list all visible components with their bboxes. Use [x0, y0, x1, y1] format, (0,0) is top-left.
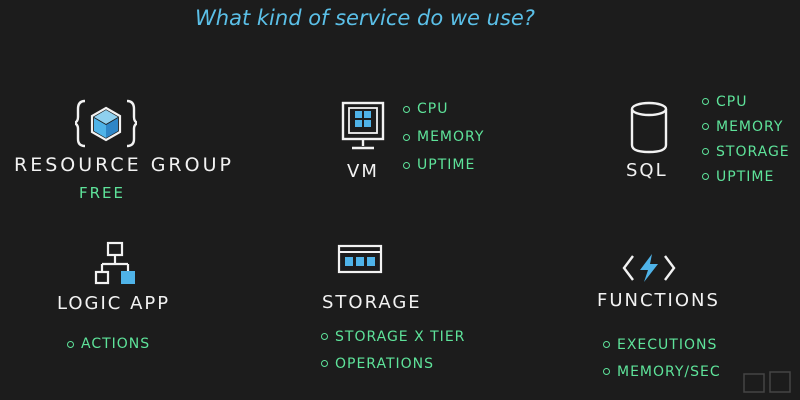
list-item: Executions: [603, 331, 721, 358]
resource-group-price: Free: [79, 184, 126, 202]
list-item: CPU: [702, 89, 790, 114]
bullet-icon: [702, 123, 709, 130]
sql-metric-memory: Memory: [716, 118, 784, 135]
functions-metrics: Executions Memory/sec: [603, 331, 721, 385]
bullet-icon: [403, 133, 410, 141]
bullet-icon: [702, 98, 709, 105]
list-item: Memory/sec: [603, 358, 721, 385]
bullet-icon: [603, 341, 610, 348]
list-item: Storage: [702, 139, 790, 164]
sql-metric-uptime: Uptime: [716, 168, 775, 185]
list-item: CPU: [403, 95, 484, 123]
sql-metric-storage: Storage: [716, 143, 790, 160]
bullet-icon: [403, 161, 410, 169]
sql-metrics: CPU Memory Storage Uptime: [702, 89, 790, 189]
bullet-icon: [321, 333, 328, 340]
list-item: Operations: [321, 350, 465, 377]
resource-group-cube-icon: [75, 99, 137, 148]
resource-group-label: Resource Group: [14, 154, 234, 176]
bullet-icon: [321, 360, 328, 367]
storage-metric-storage-tier: Storage x Tier: [335, 328, 466, 345]
list-item: Storage x Tier: [321, 323, 465, 350]
workflow-icon: [94, 241, 135, 285]
bullet-icon: [603, 368, 610, 375]
function-bolt-icon: [622, 254, 676, 282]
sql-label: SQL: [626, 160, 668, 181]
bullet-icon: [403, 105, 410, 113]
watermark-logo-icon: [743, 371, 791, 393]
storage-label: Storage: [322, 292, 422, 313]
vm-monitor-icon: [341, 101, 385, 150]
vm-metrics: CPU Memory Uptime: [403, 95, 484, 179]
slide-title: What kind of service do we use?: [195, 6, 535, 30]
logic-app-metrics: Actions: [67, 333, 150, 355]
vm-metric-cpu: CPU: [417, 101, 449, 117]
vm-metric-memory: Memory: [417, 129, 485, 145]
list-item: Actions: [67, 333, 150, 355]
storage-account-icon: [337, 244, 383, 274]
bullet-icon: [702, 173, 709, 180]
list-item: Uptime: [403, 151, 484, 179]
database-cylinder-icon: [630, 101, 668, 154]
functions-metric-executions: Executions: [617, 336, 718, 353]
vm-metric-uptime: Uptime: [417, 157, 476, 173]
logic-app-metric-actions: Actions: [81, 336, 151, 352]
storage-metric-operations: Operations: [335, 355, 435, 372]
logic-app-label: Logic App: [57, 293, 171, 314]
bullet-icon: [67, 340, 74, 348]
functions-metric-memory-sec: Memory/sec: [617, 363, 721, 380]
sql-metric-cpu: CPU: [716, 93, 748, 110]
list-item: Uptime: [702, 164, 790, 189]
functions-label: Functions: [597, 290, 720, 311]
storage-metrics: Storage x Tier Operations: [321, 323, 465, 377]
vm-label: VM: [347, 161, 379, 182]
list-item: Memory: [403, 123, 484, 151]
bullet-icon: [702, 148, 709, 155]
list-item: Memory: [702, 114, 790, 139]
